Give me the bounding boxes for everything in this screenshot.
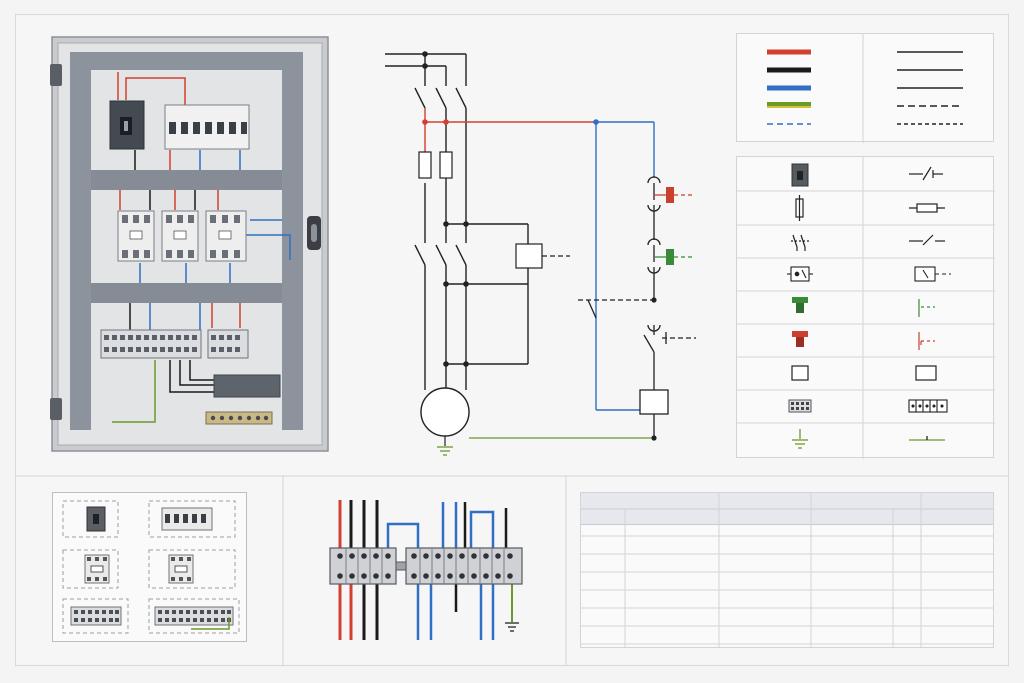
symbol-table-grid xyxy=(737,157,995,459)
wire-legend-swatches xyxy=(767,34,963,143)
overload-contact-symbol xyxy=(914,266,951,282)
stop-button-red-icon xyxy=(792,331,808,347)
fuse-symbol xyxy=(795,195,804,221)
component-library xyxy=(52,492,247,642)
coil-schematic-symbol xyxy=(915,365,937,381)
wire-legend xyxy=(736,33,994,143)
ground-line-symbol xyxy=(909,436,945,441)
coil-symbol xyxy=(791,365,809,381)
nc-pushbutton-symbol xyxy=(918,332,935,350)
fuse-schematic-symbol xyxy=(909,203,945,213)
terminal-block-icon xyxy=(788,399,812,413)
wiring-schedule-table xyxy=(580,492,994,648)
start-button-green-icon xyxy=(792,297,808,313)
overload-symbol xyxy=(787,266,813,282)
component-library-items xyxy=(62,500,240,634)
breaker-contact-symbol xyxy=(909,166,943,181)
contactor-contact-symbol xyxy=(909,234,945,246)
no-pushbutton-symbol xyxy=(918,299,935,317)
breaker-symbol xyxy=(791,163,809,187)
symbol-table xyxy=(736,156,995,459)
table-grid xyxy=(581,493,993,647)
terminal-strip-symbol xyxy=(908,399,948,413)
ground-icon xyxy=(792,429,808,449)
contactor-symbol xyxy=(791,234,809,251)
